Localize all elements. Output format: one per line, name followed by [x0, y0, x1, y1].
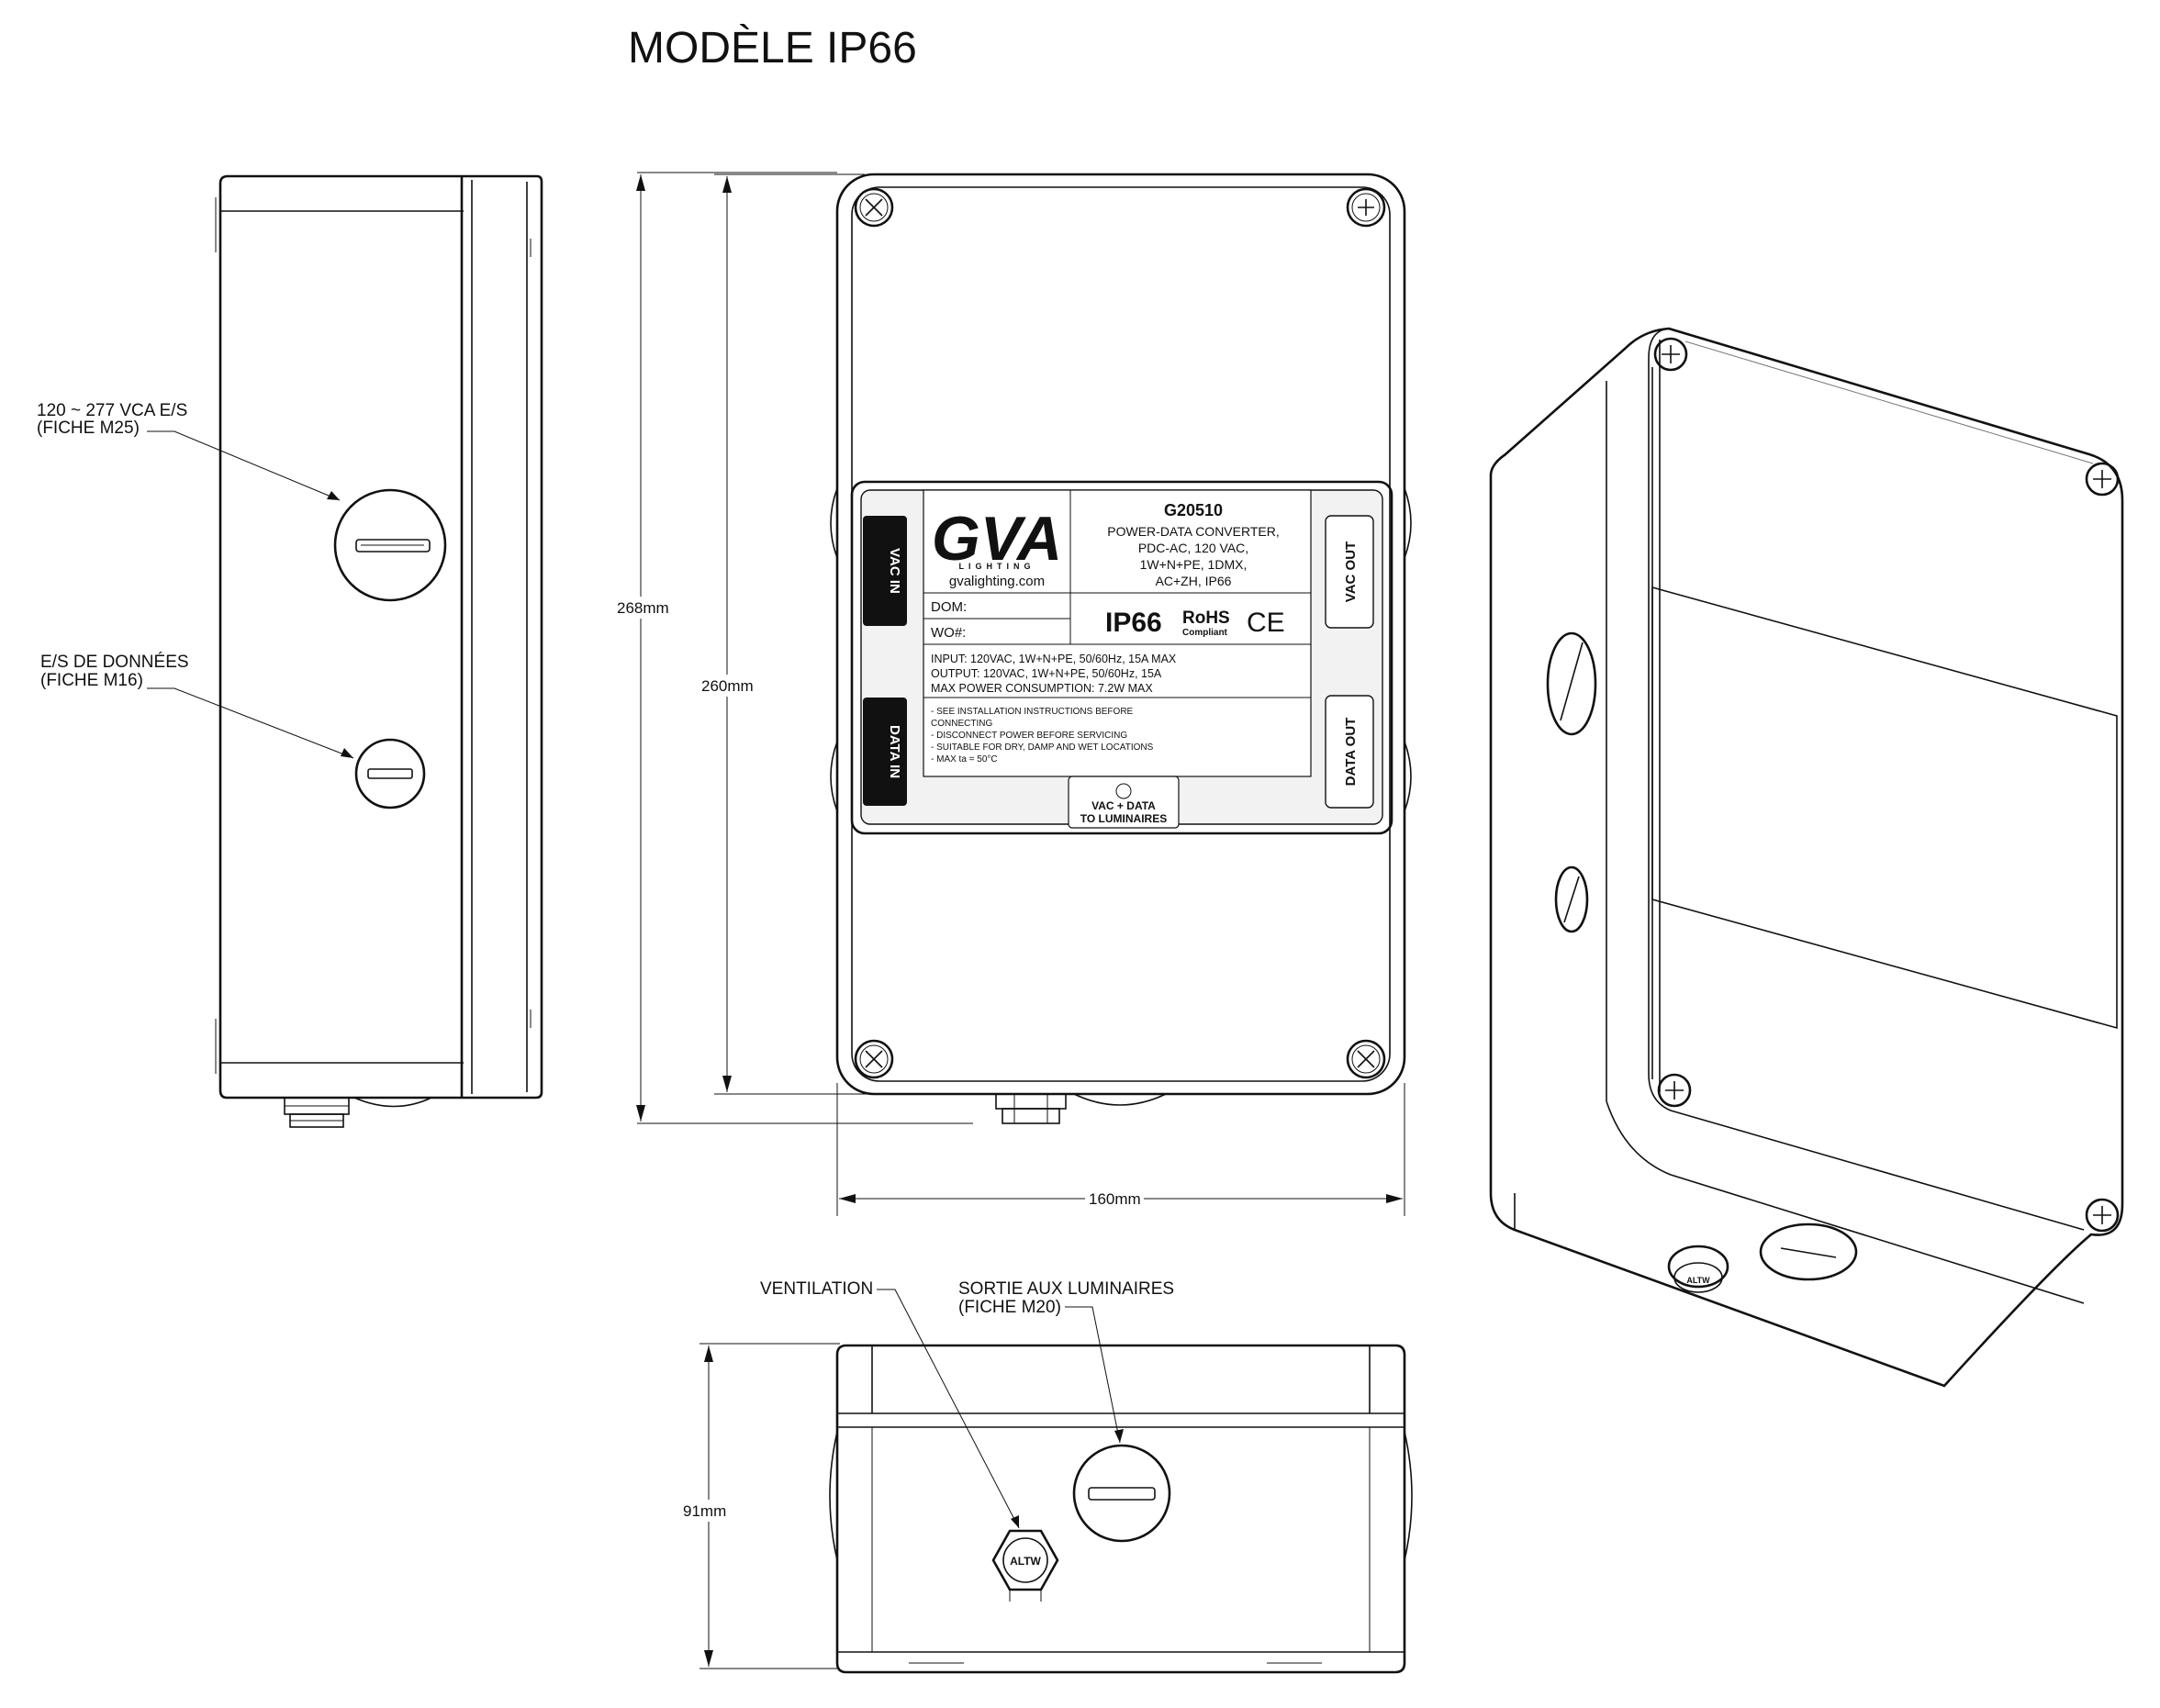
spec-power: MAX POWER CONSUMPTION: 7.2W MAX: [931, 682, 1153, 695]
power-io-callout-line1: 120 ~ 277 VCA E/S: [37, 401, 187, 420]
overall-height-label: 268mm: [617, 599, 669, 617]
data-in-label: DATA IN: [887, 725, 902, 778]
desc-line2: PDC-AC, 120 VAC,: [1138, 541, 1248, 555]
website: gvalighting.com: [949, 574, 1045, 589]
dimension-depth: 91mm: [681, 1343, 840, 1669]
drawing-title: MODÈLE IP66: [628, 24, 917, 73]
product-label: VAC IN DATA IN GVA LIGHTING gvalighting.…: [850, 480, 1393, 835]
bottom-view: ALTW VENTILATION SORTIE AUX LUMINAIRES (…: [760, 1279, 1413, 1674]
note-5: - MAX ta = 50°C: [931, 754, 998, 765]
luminaire-out-callout-line1: SORTIE AUX LUMINAIRES: [958, 1279, 1174, 1299]
brand-sub: LIGHTING: [959, 562, 1035, 571]
wo-field: WO#:: [931, 625, 966, 641]
depth-label: 91mm: [683, 1502, 726, 1520]
screw-top-left: [854, 187, 894, 228]
iso-gland: ALTW: [1667, 1245, 1729, 1293]
screw-top-right: [1346, 187, 1386, 228]
data-io-callout-line2: (FICHE M16): [40, 671, 143, 690]
iso-gland-marking: ALTW: [1686, 1276, 1710, 1285]
desc-line3: 1W+N+PE, 1DMX,: [1140, 557, 1248, 572]
width-label: 160mm: [1089, 1190, 1141, 1208]
front-view: VAC IN DATA IN GVA LIGHTING gvalighting.…: [830, 173, 1412, 1124]
luminaire-out-callout-line2: (FICHE M20): [958, 1298, 1061, 1317]
rohs-mark: RoHS: [1182, 608, 1230, 628]
dom-field: DOM:: [931, 599, 967, 615]
note-3: - DISCONNECT POWER BEFORE SERVICING: [931, 731, 1127, 741]
side-view: 120 ~ 277 VCA E/S (FICHE M25) E/S DE DON…: [37, 174, 543, 1128]
screw-bottom-left: [854, 1039, 894, 1079]
ce-mark: CE: [1247, 608, 1285, 638]
desc-line1: POWER-DATA CONVERTER,: [1107, 524, 1279, 539]
iso-screw-2: [2085, 462, 2120, 497]
data-out-label: DATA OUT: [1343, 718, 1359, 787]
rohs-sub: Compliant: [1182, 628, 1228, 638]
brand-logo: GVA: [932, 504, 1062, 574]
front-bottom-gland: [995, 1093, 1167, 1124]
iso-screw-3: [1657, 1073, 1692, 1108]
spec-input: INPUT: 120VAC, 1W+N+PE, 50/60Hz, 15A MAX: [931, 653, 1177, 665]
note-1: - SEE INSTALLATION INSTRUCTIONS BEFORE: [931, 707, 1134, 717]
body-height-label: 260mm: [701, 677, 754, 695]
luminaires-line2: TO LUMINAIRES: [1080, 812, 1167, 825]
isometric-view: ALTW: [1489, 327, 2124, 1388]
side-bottom-gland: [284, 1097, 432, 1128]
m25-plug: [333, 488, 447, 602]
vac-in-label: VAC IN: [887, 548, 902, 594]
desc-line4: AC+ZH, IP66: [1156, 574, 1232, 588]
dimension-width: 160mm: [836, 1083, 1405, 1216]
spec-output: OUTPUT: 120VAC, 1W+N+PE, 50/60Hz, 15A: [931, 667, 1162, 680]
vac-out-label: VAC OUT: [1343, 541, 1359, 602]
note-2: CONNECTING: [931, 719, 992, 729]
ventilation-callout: VENTILATION: [760, 1279, 873, 1299]
luminaires-line1: VAC + DATA: [1091, 799, 1156, 812]
m16-plug: [354, 738, 426, 809]
data-io-callout-line1: E/S DE DONNÉES: [40, 653, 189, 672]
ip-rating: IP66: [1105, 608, 1162, 638]
note-4: - SUITABLE FOR DRY, DAMP AND WET LOCATIO…: [931, 742, 1154, 753]
dimension-overall-height: 268mm: [615, 172, 973, 1124]
iso-screw-4: [2085, 1198, 2120, 1233]
power-io-callout-line2: (FICHE M25): [37, 419, 140, 438]
m20-plug: [1072, 1444, 1171, 1543]
screw-bottom-right: [1346, 1039, 1386, 1079]
ventilation-gland: ALTW: [991, 1529, 1059, 1602]
iso-screw-1: [1653, 337, 1688, 372]
gland-marking: ALTW: [1010, 1555, 1041, 1568]
model-number: G20510: [1164, 501, 1223, 519]
